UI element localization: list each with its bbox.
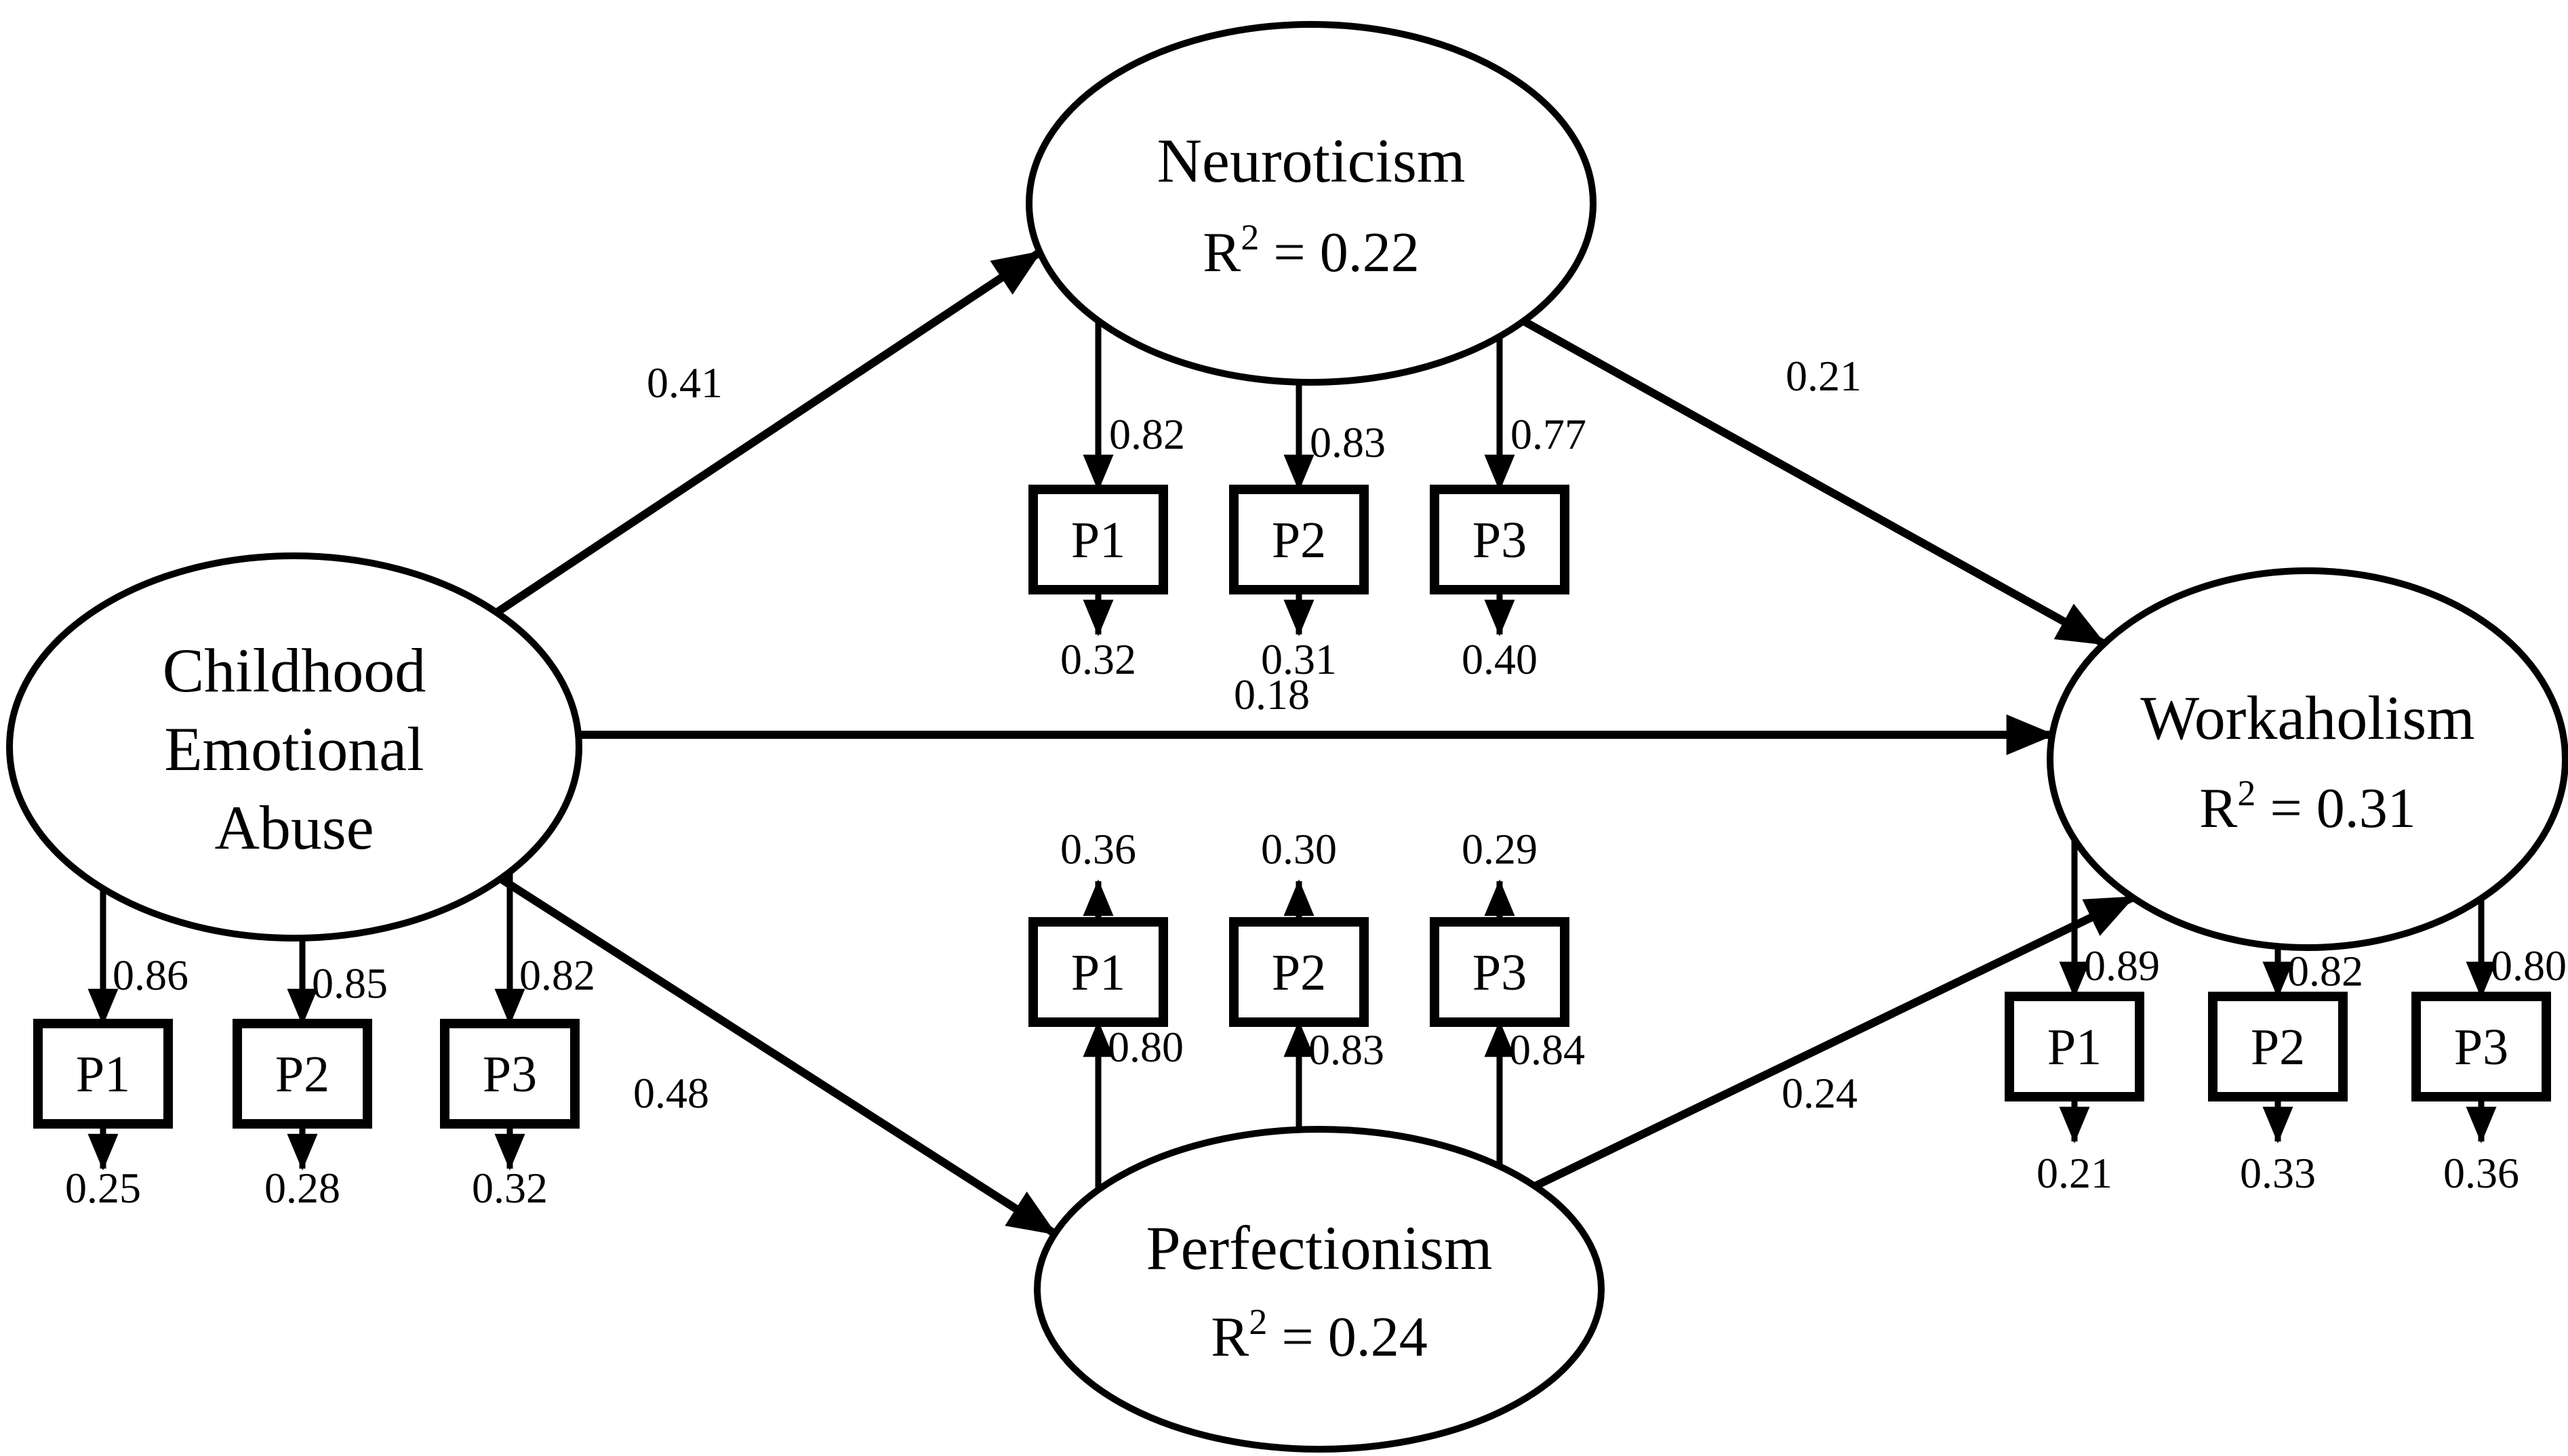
structural-paths: 0.41 0.18 0.48 0.21 0.24 [494, 249, 2135, 1238]
cea-p3-box-label: P3 [483, 1046, 537, 1103]
workaholism-p2-loading-label: 0.82 [2287, 947, 2363, 995]
path-neuroticism-to-workaholism-arrow [1522, 317, 2107, 648]
neuroticism-p3-error-label: 0.40 [1462, 635, 1538, 683]
workaholism-p3-box-label: P3 [2454, 1019, 2508, 1076]
cea-p2-box-label: P2 [275, 1046, 329, 1103]
cea-p1-box-label: P1 [76, 1046, 130, 1103]
path-cea-to-perfectionism-arrow [498, 874, 1058, 1238]
perfectionism-label: Perfectionism [1146, 1213, 1493, 1282]
path-perfectionism-to-workaholism-coefficient: 0.24 [1782, 1069, 1858, 1117]
cea-p2-error-label: 0.28 [264, 1164, 340, 1212]
perfectionism-p3-box [1430, 917, 1569, 1027]
workaholism-p2-error-label: 0.33 [2240, 1149, 2316, 1197]
neuroticism-p2-loading-label: 0.83 [1310, 418, 1386, 466]
cea-p1-loading-label: 0.86 [113, 951, 188, 999]
childhood-emotional-abuse-label-line3: Abuse [214, 793, 374, 862]
workaholism-r2: R2 = 0.31 [2199, 773, 2415, 840]
cea-p3-error-label: 0.32 [472, 1164, 548, 1212]
perfectionism-p3-error-label: 0.29 [1462, 825, 1538, 873]
path-cea-to-neuroticism-coefficient: 0.41 [647, 359, 723, 407]
neuroticism-p1-box [1028, 485, 1168, 594]
neuroticism-p3-box-label: P3 [1472, 512, 1527, 569]
cea-p3-loading-label: 0.82 [519, 951, 595, 999]
workaholism-label: Workaholism [2140, 683, 2474, 752]
cea-p1-error-label: 0.25 [65, 1164, 141, 1212]
childhood-emotional-abuse-label-line2: Emotional [164, 714, 424, 784]
latent-perfectionism: Perfectionism R2 = 0.24 0.80 0.83 0.84 P… [1028, 825, 1605, 1453]
perfectionism-p1-error-label: 0.36 [1060, 825, 1136, 873]
latent-neuroticism: Neuroticism R2 = 0.22 0.82 0.83 0.77 P1 … [1026, 21, 1597, 683]
perfectionism-r2: R2 = 0.24 [1211, 1301, 1427, 1369]
workaholism-p1-box-label: P1 [2047, 1019, 2102, 1076]
perfectionism-p3-box-label: P3 [1472, 944, 1527, 1001]
perfectionism-p3-loading-label: 0.84 [1509, 1026, 1585, 1074]
childhood-emotional-abuse-label-line1: Childhood [163, 636, 426, 705]
neuroticism-p2-box-label: P2 [1272, 512, 1326, 569]
neuroticism-p1-loading-label: 0.82 [1109, 410, 1185, 458]
childhood-emotional-abuse-ellipse [6, 552, 582, 942]
neuroticism-p2-error-label: 0.31 [1261, 635, 1337, 683]
neuroticism-r2: R2 = 0.22 [1203, 217, 1419, 284]
perfectionism-ellipse [1034, 1126, 1605, 1453]
path-perfectionism-to-workaholism-arrow [1533, 893, 2135, 1190]
workaholism-p2-box-label: P2 [2251, 1019, 2305, 1076]
neuroticism-p1-box-label: P1 [1071, 512, 1125, 569]
workaholism-p1-loading-label: 0.89 [2084, 942, 2160, 990]
perfectionism-p2-error-label: 0.30 [1261, 825, 1337, 873]
path-neuroticism-to-workaholism-coefficient: 0.21 [1786, 352, 1862, 400]
workaholism-p3-error-label: 0.36 [2443, 1149, 2519, 1197]
perfectionism-p1-loading-label: 0.80 [1108, 1023, 1184, 1071]
path-cea-to-perfectionism-coefficient: 0.48 [633, 1069, 709, 1117]
path-cea-to-neuroticism-arrow [494, 249, 1043, 616]
perfectionism-p2-loading-label: 0.83 [1308, 1026, 1384, 1074]
cea-p2-loading-label: 0.85 [312, 959, 388, 1007]
workaholism-p2-box [2208, 992, 2348, 1101]
neuroticism-label: Neuroticism [1157, 126, 1466, 195]
workaholism-p1-error-label: 0.21 [2037, 1149, 2112, 1197]
perfectionism-p1-box-label: P1 [1071, 944, 1125, 1001]
neuroticism-p1-error-label: 0.32 [1060, 635, 1136, 683]
workaholism-p3-loading-label: 0.80 [2491, 942, 2567, 990]
perfectionism-p2-box-label: P2 [1272, 944, 1326, 1001]
path-cea-to-workaholism-coefficient: 0.18 [1234, 670, 1310, 719]
neuroticism-p3-box [1430, 485, 1569, 594]
latent-workaholism: Workaholism R2 = 0.31 0.89 0.82 0.80 P1 … [2005, 567, 2568, 1197]
latent-childhood-emotional-abuse: Childhood Emotional Abuse 0.86 0.85 0.82… [6, 552, 595, 1212]
neuroticism-ellipse [1026, 21, 1597, 386]
workaholism-ellipse [2047, 567, 2568, 951]
neuroticism-p3-loading-label: 0.77 [1510, 410, 1586, 458]
